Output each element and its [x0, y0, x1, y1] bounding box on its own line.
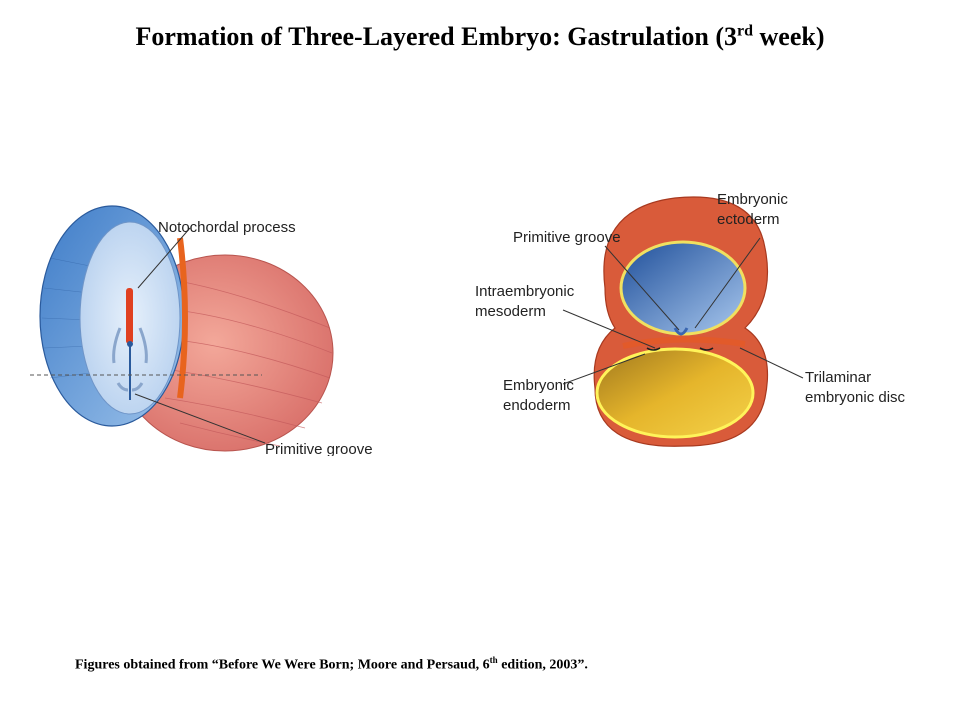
caption-prefix: Figures obtained from “Before We Were Bo… [75, 657, 490, 673]
mesoderm-arrows [646, 347, 714, 351]
figure-caption: Figures obtained from “Before We Were Bo… [75, 655, 895, 674]
label-primitive-groove-left: Primitive groove [265, 441, 373, 456]
leader-primitive-groove-right [604, 245, 680, 331]
caption-superscript: th [489, 655, 498, 665]
trilaminar-disc-band [622, 336, 746, 349]
title-suffix: week) [753, 22, 825, 51]
title-prefix: Formation of Three-Layered Embryo: Gastr… [135, 22, 738, 51]
leader-primitive-groove-left [134, 393, 266, 444]
leader-trilaminar-disc [739, 347, 804, 379]
label-embryonic-endoderm-1: Embryonic [503, 377, 574, 394]
leader-embryonic-ectoderm [694, 237, 761, 329]
title-superscript: rd [737, 22, 754, 40]
yolk-sac-right [595, 347, 755, 439]
primitive-node [127, 341, 133, 347]
caption-suffix: edition, 2003”. [497, 657, 588, 673]
slide-title: Formation of Three-Layered Embryo: Gastr… [0, 22, 960, 52]
label-intraembryonic-mesoderm-2: mesoderm [475, 303, 546, 320]
leader-intraembryonic-mesoderm [562, 309, 656, 349]
label-trilaminar-disc-2: embryonic disc [805, 389, 906, 406]
right-embryo-illustration: Embryonic ectoderm Primitive groove Intr… [475, 191, 906, 447]
left-embryo-illustration: Notochordal process Primitive groove [30, 205, 373, 456]
leader-embryonic-endoderm [562, 353, 646, 385]
primitive-groove-notch [673, 327, 689, 336]
right-embryo-figure: Embryonic ectoderm Primitive groove Intr… [455, 178, 935, 456]
label-embryonic-endoderm-2: endoderm [503, 397, 571, 414]
migration-arrows [112, 327, 148, 392]
label-notochordal-process: Notochordal process [158, 219, 296, 236]
label-primitive-groove-right: Primitive groove [513, 229, 621, 246]
leader-notochordal-process [137, 227, 191, 289]
notochordal-process [126, 288, 133, 344]
left-embryo-figure: Notochordal process Primitive groove [30, 178, 410, 456]
label-embryonic-ectoderm-2: ectoderm [717, 211, 780, 228]
label-embryonic-ectoderm-1: Embryonic [717, 191, 788, 208]
amniotic-cavity [619, 240, 747, 336]
label-intraembryonic-mesoderm-1: Intraembryonic [475, 283, 575, 300]
label-trilaminar-disc-1: Trilaminar [805, 369, 871, 386]
mesoderm-rim [177, 237, 188, 399]
